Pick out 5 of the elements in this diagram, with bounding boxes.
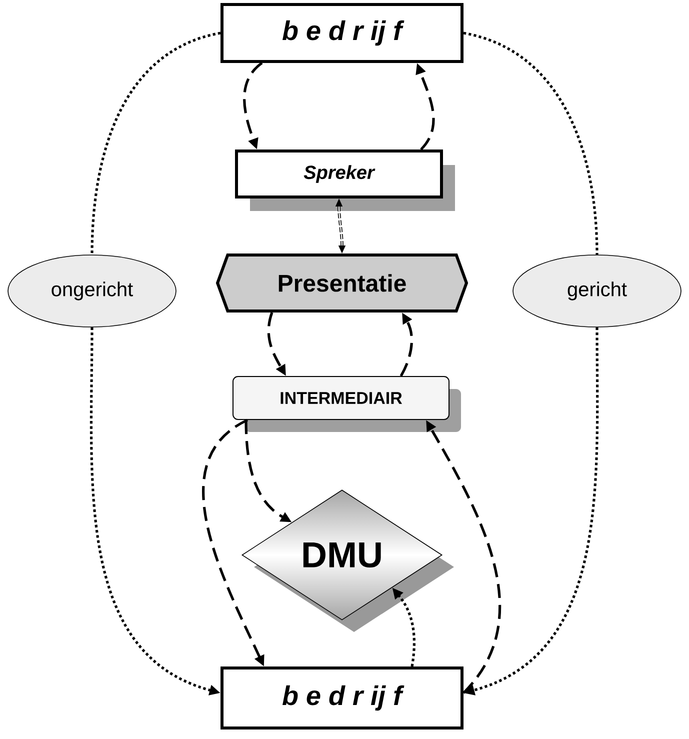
intermediary-box: INTERMEDIAIR	[232, 376, 461, 432]
company-box: b e d r ij f	[220, 666, 464, 730]
company-box: b e d r ij f	[220, 3, 464, 63]
presentation-hexagon: Presentatie	[216, 254, 468, 312]
speaker-box: Spreker	[235, 150, 455, 211]
